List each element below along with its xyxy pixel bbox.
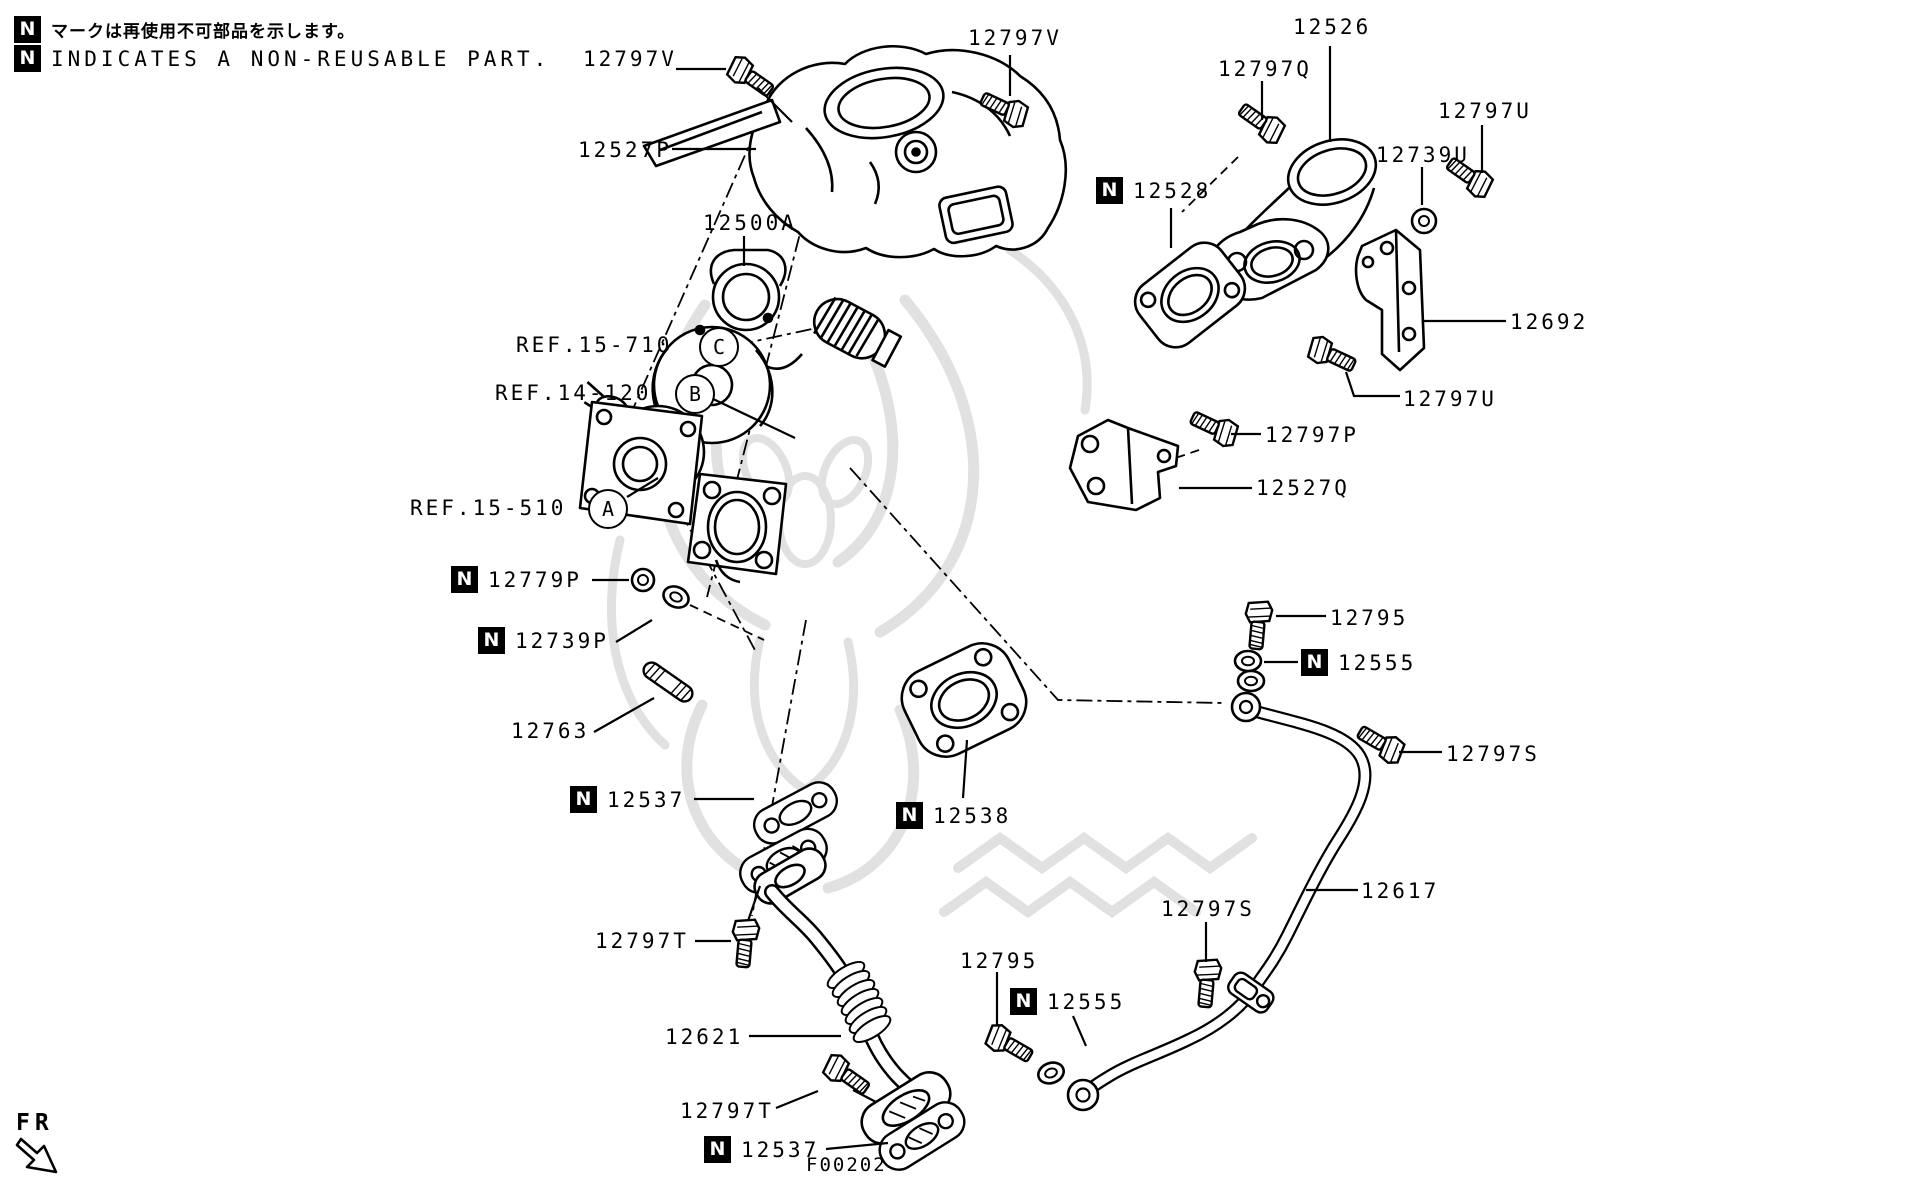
gasket-12537-lower-drawing [878, 1101, 966, 1171]
washer-12555-upper-1 [1233, 649, 1263, 673]
bracket-12692-drawing [1354, 228, 1426, 372]
label-12795-lower: 12795 [960, 949, 1039, 973]
note-jp-row: N マークは再使用不可部品を示します。 [14, 16, 355, 43]
label-12797s-lower: 12797S [1161, 897, 1255, 921]
n-symbol-icon: N [1010, 988, 1037, 1015]
ref-circle-b: B [675, 374, 715, 414]
label-12797u-mid: 12797U [1403, 387, 1497, 411]
bolt-12795-lower [980, 1020, 1038, 1069]
gasket-12528-drawing [1133, 241, 1247, 349]
label-12797q: 12797Q [1218, 57, 1312, 81]
bolt-12797s-lower [1190, 956, 1224, 1010]
bracket-12527q-drawing [1068, 418, 1180, 512]
label-12621: 12621 [665, 1025, 744, 1049]
ref-circle-c: C [699, 327, 739, 367]
label-12797v-top-left: 12797V [583, 47, 677, 71]
note-en-row: N INDICATES A NON-REUSABLE PART. [14, 45, 550, 72]
label-12739p-row: N 12739P [478, 627, 609, 654]
label-12537-upper-row: N 12537 [570, 786, 685, 813]
nut-12779p [630, 567, 656, 593]
washer-12555-upper-2 [1236, 669, 1266, 693]
label-12779p: 12779P [488, 567, 582, 592]
label-12537-lower-row: N 12537 [704, 1136, 819, 1163]
n-symbol-icon: N [704, 1136, 731, 1163]
label-12555-upper-row: N 12555 [1301, 649, 1416, 676]
washer-12555-lower [1034, 1057, 1068, 1089]
label-12617: 12617 [1361, 879, 1440, 903]
fr-direction-label: FR [16, 1110, 54, 1136]
label-12528: 12528 [1133, 178, 1212, 203]
bolt-12795-upper [1241, 598, 1275, 652]
label-12779p-row: N 12779P [451, 566, 582, 593]
label-12797t-lower: 12797T [680, 1099, 774, 1123]
n-symbol-icon: N [451, 566, 478, 593]
label-12797v-top-right: 12797V [968, 26, 1062, 50]
n-symbol-icon: N [1096, 177, 1123, 204]
ref-circle-a: A [588, 489, 628, 529]
label-12500a: 12500A [703, 211, 797, 235]
washer-12739p [658, 581, 694, 613]
oil-feed-pipe-drawing [1066, 691, 1372, 1112]
label-12538: 12538 [933, 803, 1012, 828]
bolt-12797t-lower [818, 1049, 875, 1102]
label-12739u: 12739U [1376, 143, 1470, 167]
bolt-12797u-mid [1303, 332, 1361, 379]
label-12537-upper: 12537 [607, 787, 686, 812]
label-ref-15-510: REF.15-510 [410, 496, 567, 520]
nut-12739u [1410, 207, 1438, 235]
n-symbol-icon: N [14, 16, 41, 43]
label-12526: 12526 [1293, 15, 1372, 39]
stud-12763 [642, 661, 694, 703]
n-symbol-icon: N [570, 786, 597, 813]
leader-lines [592, 46, 1506, 1151]
label-12795-upper: 12795 [1330, 606, 1409, 630]
gasket-12538-drawing [900, 642, 1028, 758]
note-en-text: INDICATES A NON-REUSABLE PART. [51, 46, 551, 71]
label-ref-14-120: REF.14-120 [495, 381, 652, 405]
label-12555-lower-row: N 12555 [1010, 988, 1125, 1015]
label-12528-row: N 12528 [1096, 177, 1211, 204]
oil-return-pipe-drawing [753, 847, 952, 1145]
n-symbol-icon: N [14, 45, 41, 72]
label-12537-lower: 12537 [741, 1137, 820, 1162]
label-12797u-top: 12797U [1438, 99, 1532, 123]
n-symbol-icon: N [1301, 649, 1328, 676]
label-12797s-upper: 12797S [1446, 742, 1540, 766]
label-ref-15-710: REF.15-710 [516, 333, 673, 357]
label-12527p: 12527P [578, 138, 672, 162]
label-12797p: 12797P [1265, 423, 1359, 447]
label-12527q: 12527Q [1256, 476, 1350, 500]
note-jp-text: マークは再使用不可部品を示します。 [51, 22, 356, 42]
n-symbol-icon: N [896, 802, 923, 829]
label-12763: 12763 [511, 719, 590, 743]
bolt-12797t-upper [728, 916, 762, 970]
label-12555-upper: 12555 [1338, 650, 1417, 675]
fr-direction-arrow [15, 1137, 58, 1174]
fasteners [630, 51, 1498, 1102]
label-12538-row: N 12538 [896, 802, 1011, 829]
n-symbol-icon: N [478, 627, 505, 654]
bolt-12797p [1185, 404, 1243, 451]
figure-code: F00202 [806, 1154, 887, 1176]
label-12555-lower: 12555 [1047, 989, 1126, 1014]
label-12797t-upper: 12797T [595, 929, 689, 953]
label-12739p: 12739P [515, 628, 609, 653]
turbocharger-drawing [578, 248, 903, 584]
label-12692: 12692 [1510, 310, 1589, 334]
